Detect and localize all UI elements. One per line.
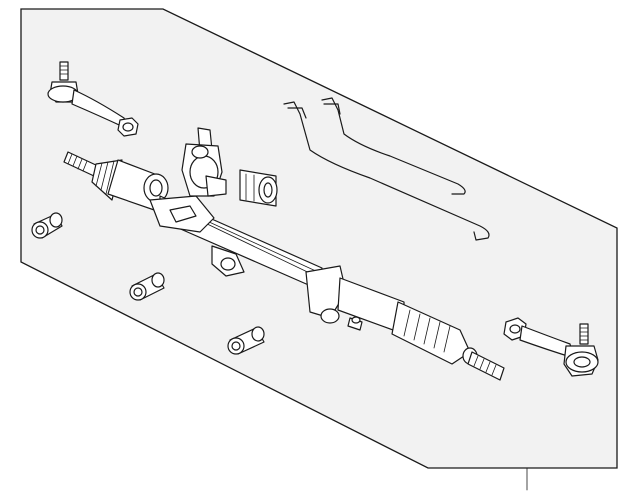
pressure-line	[283, 101, 490, 241]
bushing-1	[31, 212, 63, 239]
tie-rod-end-right	[503, 317, 599, 377]
tie-rod-end-left	[47, 61, 139, 137]
bushing-3	[227, 326, 265, 355]
rack-bushings	[31, 212, 265, 355]
bushing-2	[129, 272, 165, 301]
pinion-valve-housing	[181, 127, 227, 197]
return-line	[321, 97, 466, 195]
steering-rack-assembly	[63, 151, 505, 381]
mount-bushing	[239, 169, 278, 207]
diagram-panel	[20, 8, 618, 469]
